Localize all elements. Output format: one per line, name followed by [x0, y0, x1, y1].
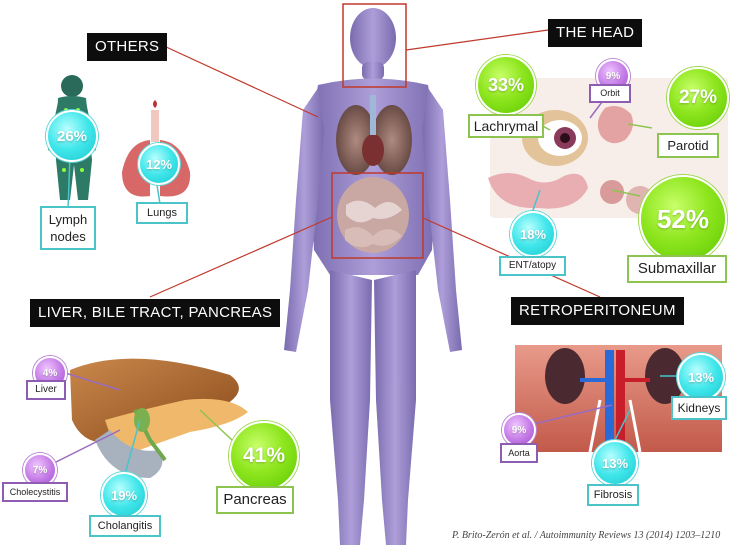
- kidneys-percent-circle: 13%: [677, 353, 725, 401]
- lymph-nodes-label-line2: nodes: [50, 229, 86, 244]
- liver-pancreas-image: [70, 358, 248, 478]
- header-the-head: THE HEAD: [548, 19, 643, 47]
- ent-atopy-percent-circle: 18%: [510, 211, 556, 257]
- leader-pancreas: [199, 409, 233, 441]
- pancreas-label: Pancreas: [216, 486, 294, 514]
- leader-lymph: [67, 154, 71, 211]
- aorta-percent-circle: 9%: [502, 413, 536, 447]
- connector-head: [405, 29, 549, 51]
- lachrymal-percent-circle: 33%: [476, 55, 536, 115]
- kidneys-label: Kidneys: [671, 396, 727, 420]
- header-liver-bile-tract-pancreas: LIVER, BILE TRACT, PANCREAS: [30, 299, 281, 327]
- pancreas-percent-circle: 41%: [229, 421, 299, 491]
- leader-lungs: [156, 184, 161, 205]
- lymph-nodes-label-line1: Lymph: [48, 212, 88, 227]
- submaxillar-percent-circle: 52%: [639, 175, 727, 263]
- lymph-nodes-label: Lymph nodes: [40, 206, 96, 250]
- liver-label: Liver: [26, 380, 66, 400]
- cholangitis-label: Cholangitis: [89, 515, 161, 537]
- leader-liver: [61, 371, 121, 391]
- lungs-label: Lungs: [136, 202, 188, 224]
- head-highlight-box: [342, 3, 407, 88]
- connector-liver: [149, 216, 333, 298]
- leader-submaxillar: [611, 189, 641, 197]
- cholecystitis-label: Cholecystitis: [2, 482, 68, 502]
- lachrymal-label: Lachrymal: [468, 114, 544, 138]
- leader-parotid: [627, 123, 653, 129]
- aorta-label: Aorta: [500, 443, 538, 463]
- parotid-label: Parotid: [657, 133, 719, 158]
- lungs-percent-circle: 12%: [138, 143, 180, 185]
- abdomen-highlight-box: [331, 172, 424, 259]
- citation: P. Brito-Zerón et al. / Autoimmunity Rev…: [452, 530, 721, 541]
- fibrosis-label: Fibrosis: [587, 484, 639, 506]
- leader-cholecystitis: [49, 429, 121, 466]
- ent-atopy-label: ENT/atopy: [499, 256, 566, 276]
- torso-organs: [336, 95, 412, 253]
- cholangitis-percent-circle: 19%: [101, 472, 147, 518]
- header-others: OTHERS: [87, 33, 168, 61]
- connector-others: [163, 45, 319, 118]
- lymph-nodes-percent-circle: 26%: [46, 110, 98, 162]
- header-retroperitoneum: RETROPERITONEUM: [511, 297, 684, 325]
- parotid-percent-circle: 27%: [667, 67, 729, 129]
- submaxillar-label: Submaxillar: [627, 255, 727, 283]
- leader-ent: [531, 189, 541, 214]
- fibrosis-percent-circle: 13%: [592, 440, 638, 486]
- leader-aorta: [529, 404, 613, 426]
- orbit-label: Orbit: [589, 84, 631, 103]
- leader-fibrosis: [613, 409, 631, 443]
- human-body-figure: [284, 8, 462, 545]
- leader-cholangitis: [123, 419, 141, 479]
